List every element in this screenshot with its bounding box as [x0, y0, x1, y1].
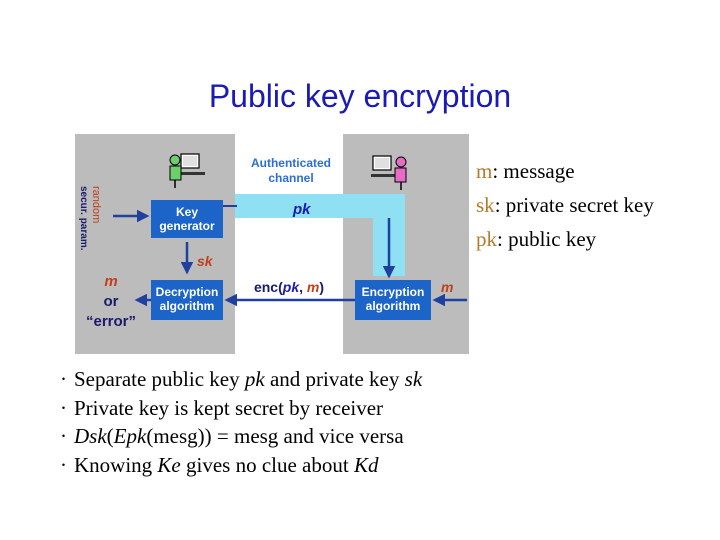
legend-item-pk: pk: public key — [476, 227, 597, 251]
bullet-text: Ke — [157, 452, 181, 477]
output-error-label: “error” — [86, 313, 136, 330]
bullet-item: · Knowing Ke gives no clue about Kd — [60, 451, 422, 480]
secur-param-label: secur. param. — [78, 186, 89, 251]
legend: m: message sk: private secret key pk: pu… — [476, 154, 654, 256]
channel-pk-label: pk — [292, 201, 311, 218]
receiver-panel — [343, 134, 469, 354]
encryption-box — [355, 280, 431, 320]
decryption-box — [151, 280, 223, 320]
ciphertext-label: enc(pk, m) — [254, 279, 324, 295]
person-at-computer-icon — [169, 153, 205, 188]
bullet-marker: · — [60, 452, 67, 477]
bullet-text: Knowing — [74, 452, 158, 477]
bullet-text: Epk — [113, 424, 147, 448]
bullet-marker: · — [60, 367, 67, 391]
bullet-list: ·Separate public key pk and private key … — [60, 365, 422, 479]
bullet-item: · Dsk(Epk(mesg)) = mesg and vice versa — [60, 422, 422, 451]
legend-item-m: m: message — [476, 159, 575, 183]
bullet-text: ( — [106, 424, 114, 448]
message-input-label: m — [441, 279, 453, 295]
bullet-marker: · — [60, 424, 67, 448]
output-m-label: m — [104, 273, 117, 290]
person-at-computer-icon — [371, 155, 407, 190]
bullet-marker: · — [60, 395, 67, 420]
bullet-text: pk — [244, 367, 265, 391]
bullet-text: Private key is kept secret by receiver — [74, 395, 384, 420]
sk-label: sk — [197, 253, 214, 269]
bullet-item: · Private key is kept secret by receiver — [60, 394, 422, 423]
bullet-text: Dsk — [74, 424, 107, 448]
bullet-text: sk — [404, 367, 423, 391]
bullet-text: (mesg)) = mesg and vice versa — [146, 424, 404, 448]
legend-item-sk: sk: private secret key — [476, 193, 654, 217]
key-generator-box — [151, 200, 223, 238]
slide-title: Public key encryption — [208, 78, 512, 114]
bullet-text: Kd — [353, 452, 379, 477]
output-or-label: or — [104, 293, 119, 310]
bullet-text: and private key — [264, 367, 405, 391]
bullet-item: ·Separate public key pk and private key … — [60, 365, 422, 394]
bullet-text: gives no clue about — [180, 452, 354, 477]
bullet-text: Separate public key — [74, 367, 245, 391]
random-label: random — [90, 186, 102, 223]
